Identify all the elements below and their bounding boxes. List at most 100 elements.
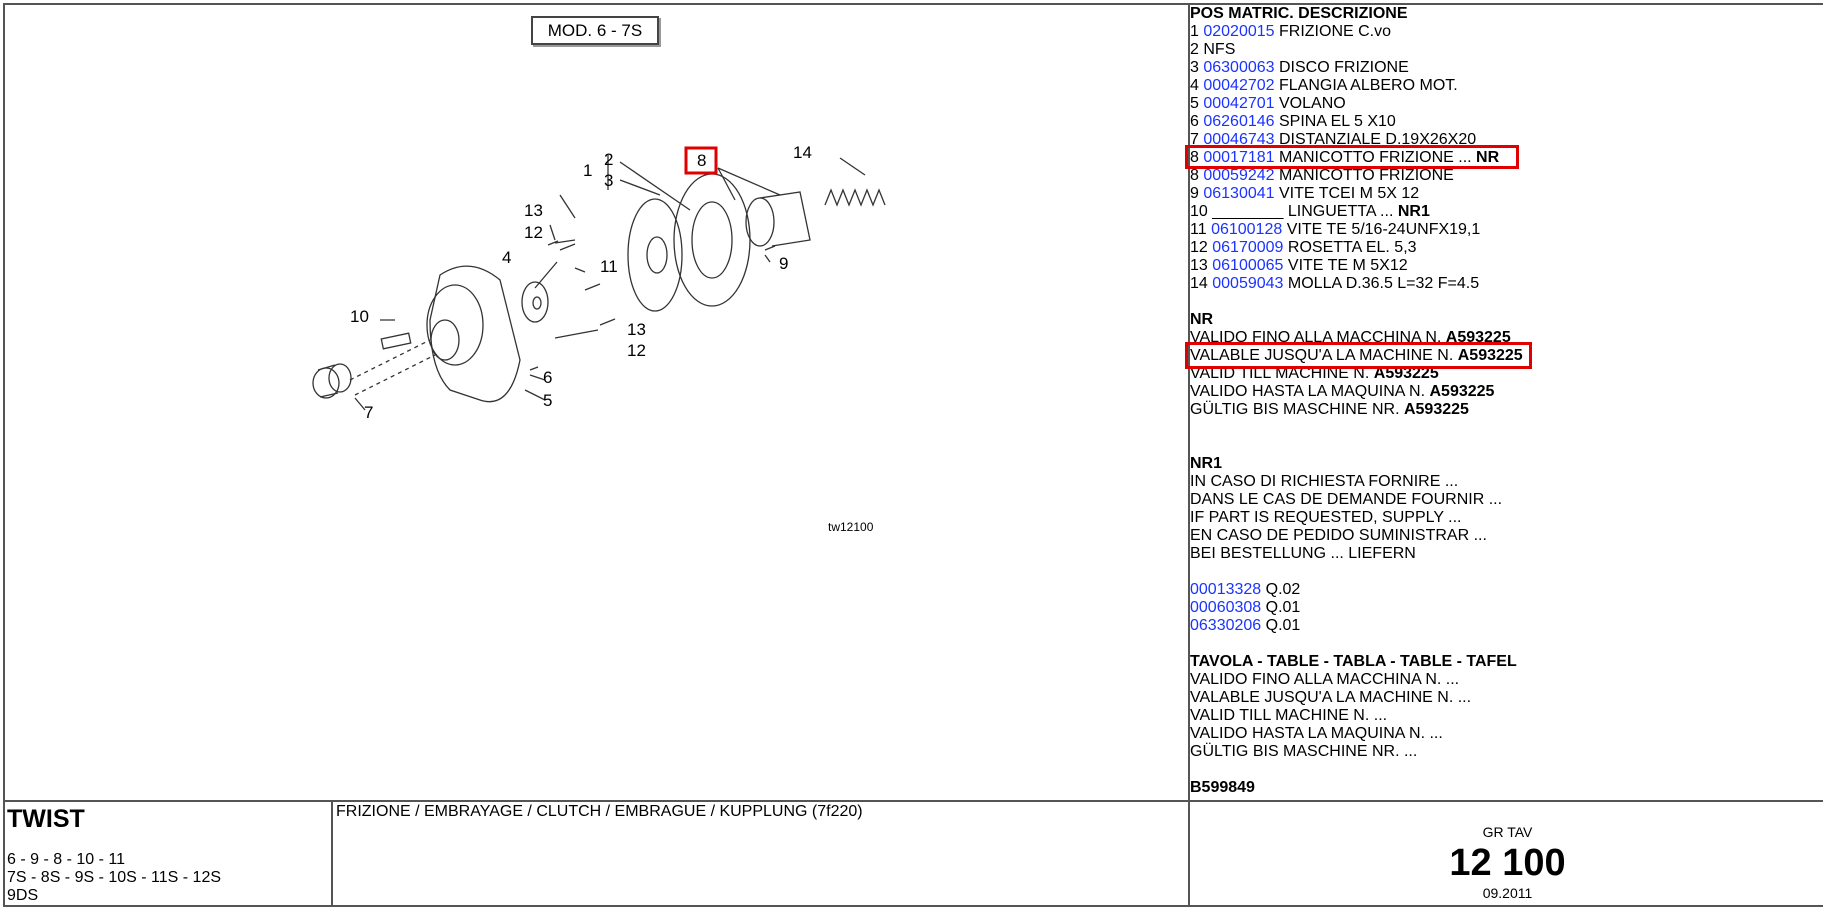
nr-text: GÜLTIG BIS MASCHINE NR. [1190,401,1400,418]
tavola-line: VALABLE JUSQU'A LA MACHINE N. ... [1190,689,1472,706]
tavola-line: VALID TILL MACHINE N. ... [1190,707,1388,724]
part-row: 3 06300063 DISCO FRIZIONE [1190,59,1523,77]
part-row: 9 06130041 VITE TCEI M 5X 12 [1190,185,1523,203]
part-row: 6 06260146 SPINA EL 5 X10 [1190,113,1523,131]
spring-part [824,188,886,207]
part-pos: 4 [1190,77,1199,94]
part-description: VITE TE 5/16-24UNFX19,1 [1286,221,1481,238]
nr-text: VALIDO HASTA LA MAQUINA N. [1190,383,1426,400]
callout-highlight-8 [684,146,718,175]
callout-5: 5 [543,391,553,410]
model-variant: 7S - 8S - 9S - 10S - 11S - 12S [7,869,222,886]
part-code-link[interactable]: 00059043 [1212,275,1284,292]
nr-title: NR [1190,311,1214,328]
part-row: 10 ________ LINGUETTA ... NR1 [1190,203,1523,221]
supply-code-link[interactable]: 06330206 [1190,617,1262,634]
part-code-link[interactable]: 06300063 [1203,59,1275,76]
callout-4: 4 [502,248,512,267]
part-pos: 13 [1190,257,1208,274]
part-code-link[interactable]: 06260146 [1203,113,1275,130]
part-code-link[interactable]: 00017181 [1203,149,1275,166]
nr-machine-number: A593225 [1403,401,1469,418]
highlight-valable [1185,342,1532,369]
description-cell: FRIZIONE / EMBRAYAGE / CLUTCH / EMBRAGUE… [331,800,1190,907]
part-code-link[interactable]: 00042701 [1203,95,1275,112]
supply-code-link[interactable]: 00060308 [1190,599,1262,616]
part-code-link[interactable]: 02020015 [1203,23,1275,40]
callout-6: 6 [543,368,553,387]
footer-code: B599849 [1190,779,1255,796]
model-variant: 9DS [7,887,39,904]
part-pos: 8 [1190,167,1199,184]
nr-text: VALIDO FINO ALLA MACCHINA N. [1190,329,1442,346]
supply-qty: Q.02 [1265,581,1301,598]
clutch-disc [627,198,683,312]
part-description: DISTANZIALE D.19X26X20 [1279,131,1477,148]
gr-tav-cell: GR TAV 12 100 09.2011 [1188,800,1823,907]
callout-8: 8 [697,151,707,170]
nr-machine-number: A593225 [1373,365,1439,382]
part-description: MANICOTTO FRIZIONE [1279,167,1454,184]
part-row: 12 06170009 ROSETTA EL. 5,3 [1190,239,1523,257]
part-pos: 14 [1190,275,1208,292]
nr-machine-number: A593225 [1457,347,1523,364]
nr-line: VALIDO FINO ALLA MACCHINA N. A593225 [1190,329,1523,347]
nr1-line: IN CASO DI RICHIESTA FORNIRE ... [1190,473,1459,490]
part-pos: 8 [1190,149,1199,166]
nr-line: VALABLE JUSQU'A LA MACHINE N. A593225 [1190,347,1523,365]
nr-machine-number: A593225 [1445,329,1511,346]
part-code-link[interactable]: 06170009 [1212,239,1284,256]
part-pos: 5 [1190,95,1199,112]
callout-10: 10 [350,307,369,326]
part-description: DISCO FRIZIONE [1279,59,1409,76]
part-pos: 11 [1190,221,1207,238]
supply-code-link[interactable]: 00013328 [1190,581,1262,598]
nr1-line: IF PART IS REQUESTED, SUPPLY ... [1190,509,1462,526]
part-row: 8 00017181 MANICOTTO FRIZIONE ... NR [1190,149,1523,167]
part-pos: 9 [1190,185,1199,202]
part-pos: 2 [1190,41,1199,58]
part-description: MANICOTTO FRIZIONE ... [1279,149,1472,166]
part-row: 13 06100065 VITE TE M 5X12 [1190,257,1523,275]
part-description: MOLLA D.36.5 L=32 F=4.5 [1287,275,1480,292]
tavola-line: GÜLTIG BIS MASCHINE NR. ... [1190,743,1418,760]
nr-line: VALIDO HASTA LA MAQUINA N. A593225 [1190,383,1523,401]
callout-9: 9 [779,254,789,273]
part-code-link[interactable]: 00059242 [1203,167,1275,184]
callout-11: 11 [600,257,618,276]
part-pos: 7 [1190,131,1199,148]
callout-7: 7 [364,403,374,422]
callout-1: 1 [583,161,593,180]
nr1-line: EN CASO DE PEDIDO SUMINISTRAR ... [1190,527,1487,544]
part-description: LINGUETTA ... [1287,203,1394,220]
part-code-link[interactable]: 06100065 [1212,257,1284,274]
parts-list: POS MATRIC. DESCRIZIONE 1 02020015 FRIZI… [1190,5,1523,797]
part-pos: 3 [1190,59,1199,76]
part-code-link[interactable]: 06130041 [1203,185,1275,202]
supply-row: 00013328 Q.02 [1190,581,1523,599]
model-variant: 6 - 9 - 8 - 10 - 11 [7,851,125,868]
highlight-row-8 [1185,145,1519,169]
part-code-link[interactable]: ________ [1212,203,1284,220]
part-row: 8 00059242 MANICOTTO FRIZIONE [1190,167,1523,185]
parts-header: POS MATRIC. DESCRIZIONE [1190,5,1408,22]
part-code-link[interactable]: 06100128 [1211,221,1283,238]
part-code-link[interactable]: 00042702 [1203,77,1275,94]
flange-part [521,281,549,323]
table-description: FRIZIONE / EMBRAYAGE / CLUTCH / EMBRAGUE… [336,803,863,820]
part-note: NR [1476,149,1500,166]
release-bearing [745,197,775,247]
nr-text: VALABLE JUSQU'A LA MACHINE N. [1190,347,1454,364]
part-row: 2 NFS [1190,41,1523,59]
part-note: NR1 [1397,203,1430,220]
nr1-line: BEI BESTELLUNG ... LIEFERN [1190,545,1416,562]
gr-tav-number: 12 100 [1449,842,1566,884]
flywheel-part [429,265,521,403]
part-code-link[interactable]: 00046743 [1203,131,1275,148]
gr-tav-label: GR TAV [1482,824,1533,840]
part-description: VOLANO [1279,95,1346,112]
nr1-title: NR1 [1190,455,1223,472]
model-label: MOD. 6 - 7S [531,16,659,45]
nr-line: VALID TILL MACHINE N. A593225 [1190,365,1523,383]
part-description: NFS [1203,41,1236,58]
